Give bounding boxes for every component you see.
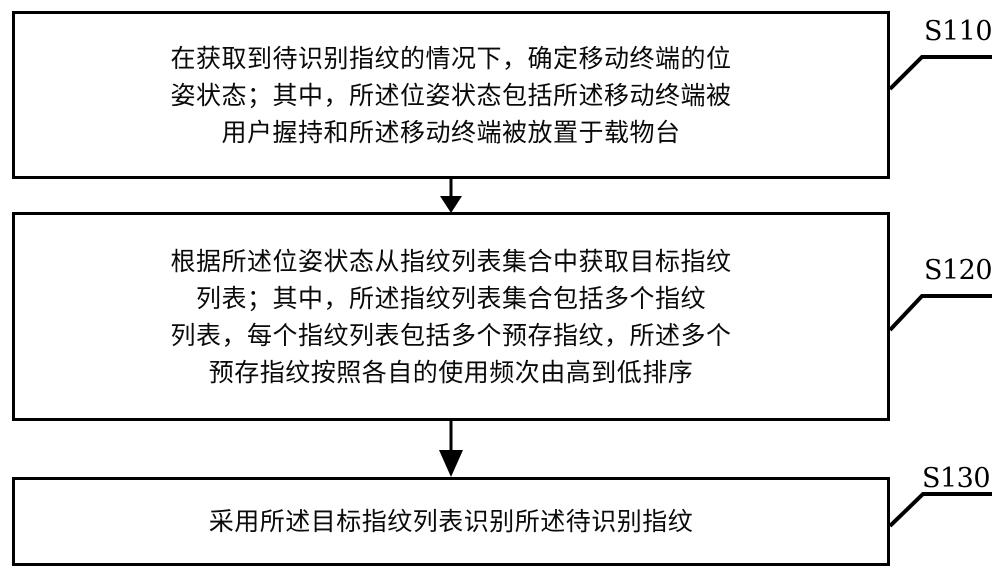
step-label-s120: S120 <box>924 255 993 286</box>
step-label-s110: S110 <box>924 16 993 47</box>
flowchart-step-s120[interactable]: 根据所述位姿状态从指纹列表集合中获取目标指纹 列表；其中，所述指纹列表集合包括多… <box>12 212 890 421</box>
flowchart-step-s110[interactable]: 在获取到待识别指纹的情况下，确定移动终端的位 姿状态；其中，所述位姿状态包括所述… <box>12 11 890 179</box>
flowchart-step-s130-text: 采用所述目标指纹列表识别所述待识别指纹 <box>208 507 694 536</box>
flowchart-step-s120-text: 根据所述位姿状态从指纹列表集合中获取目标指纹 列表；其中，所述指纹列表集合包括多… <box>170 246 732 387</box>
step-label-s130: S130 <box>922 463 991 494</box>
connector-s110-to-s120 <box>440 179 462 213</box>
leader-line-s110 <box>888 55 992 91</box>
flowchart-step-s130[interactable]: 采用所述目标指纹列表识别所述待识别指纹 <box>12 477 890 566</box>
leader-line-s120 <box>888 294 992 332</box>
leader-line-s130 <box>888 492 992 528</box>
connector-s120-to-s130 <box>439 421 463 477</box>
flowchart-step-s110-text: 在获取到待识别指纹的情况下，确定移动终端的位 姿状态；其中，所述位姿状态包括所述… <box>170 43 732 147</box>
